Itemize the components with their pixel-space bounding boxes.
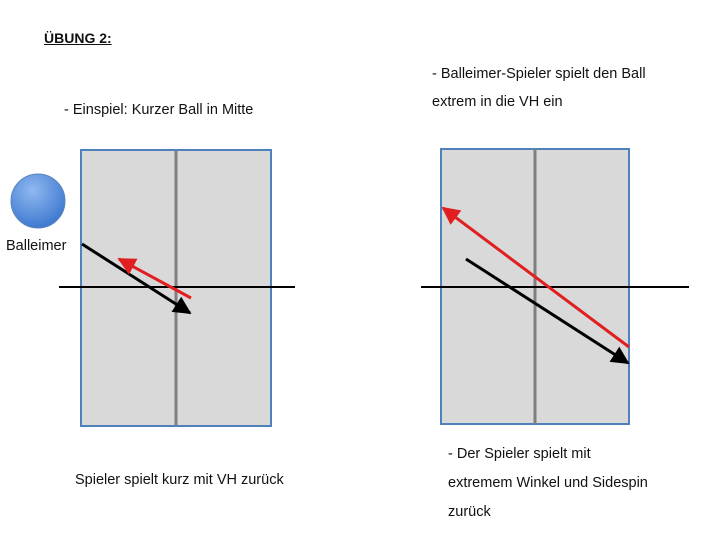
right-serve-arrow — [465, 257, 630, 365]
left-table — [59, 149, 295, 427]
ball-bucket-icon — [10, 173, 66, 229]
left-return-arrow — [117, 257, 192, 300]
left-caption-bottom: Spieler spielt kurz mit VH zurück — [75, 472, 284, 488]
right-caption-bottom-line3: zurück — [448, 504, 491, 520]
right-table — [421, 148, 689, 425]
ball-bucket-label: Balleimer — [6, 238, 67, 254]
slide-title: ÜBUNG 2: — [44, 30, 112, 46]
left-caption-top: - Einspiel: Kurzer Ball in Mitte — [64, 102, 254, 118]
right-caption-bottom-line2: extremem Winkel und Sidespin — [448, 475, 648, 491]
right-caption-top-line1: - Balleimer-Spieler spielt den Ball — [432, 66, 646, 82]
right-caption-bottom-line1: - Der Spieler spielt mit — [448, 446, 591, 462]
right-caption-top-line2: extrem in die VH ein — [432, 94, 563, 110]
right-return-arrow — [441, 206, 630, 349]
left-serve-arrow — [81, 242, 192, 315]
